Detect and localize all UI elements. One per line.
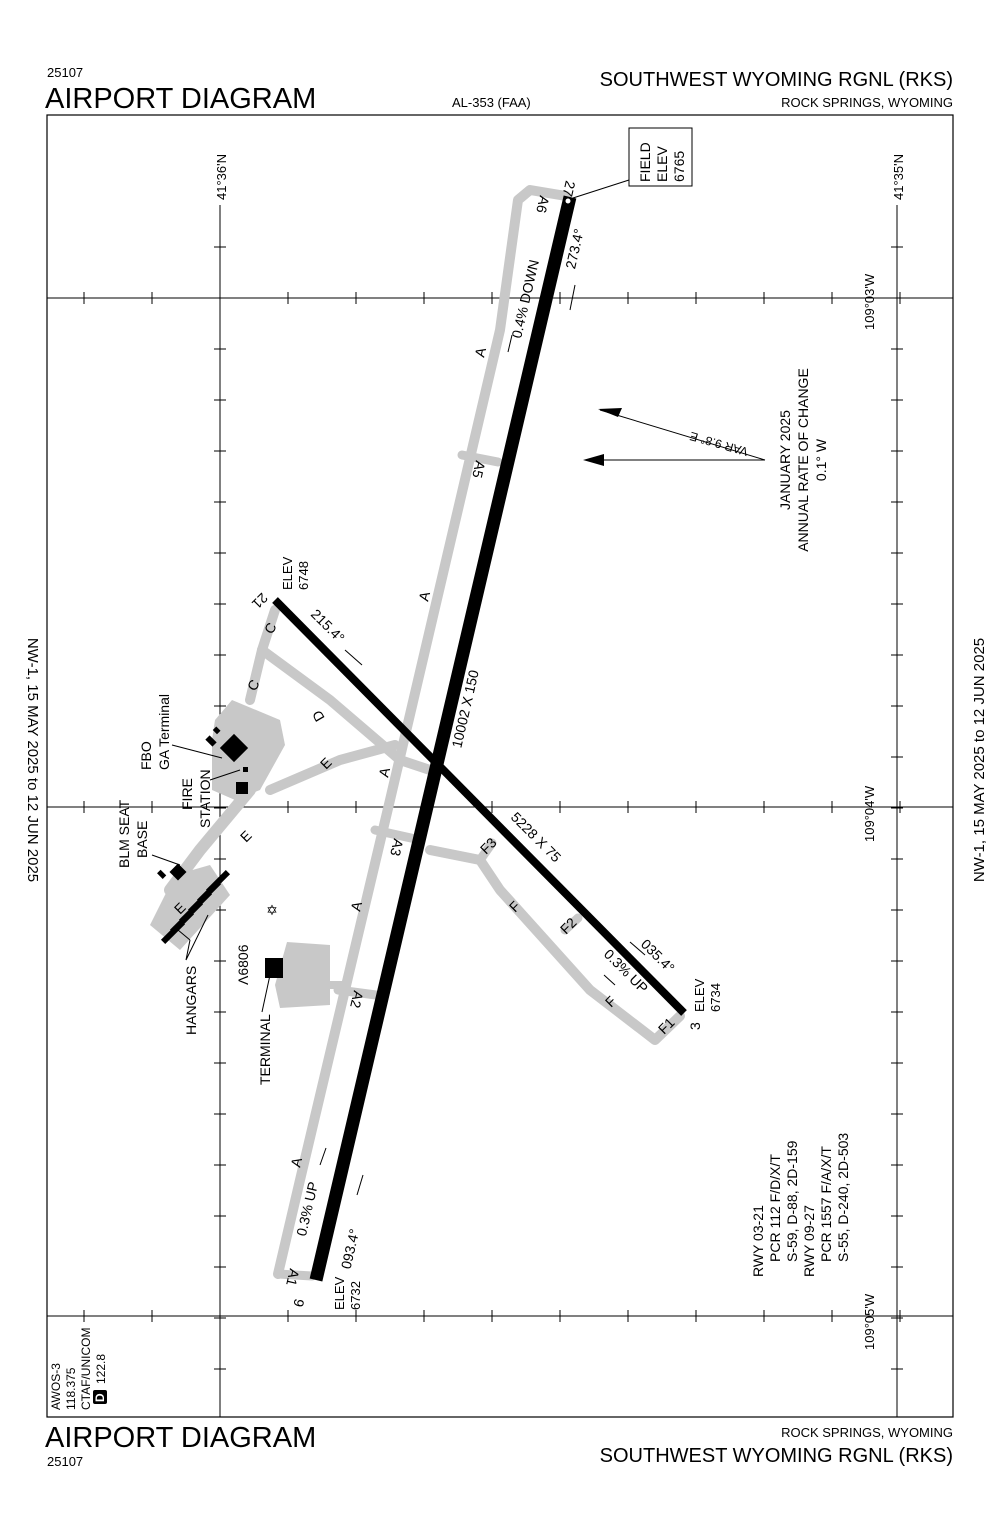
pcr-line-2: PCR 112 F/D/X/T [767, 1154, 783, 1262]
field-elev-l2: ELEV [654, 146, 670, 182]
taxiway-a6: A6 [533, 194, 552, 214]
taxiway-a: A [471, 345, 489, 358]
lat-label-right: 41°35'N [891, 154, 906, 200]
lon-label-top: 109°03'W [862, 273, 877, 330]
taxiway-e: E [237, 827, 255, 845]
field-elev-box: FIELD ELEV 6765 [572, 127, 693, 199]
magvar-date: JANUARY 2025 [777, 410, 793, 510]
pcr-line-4: RWY 09-27 [801, 1205, 817, 1277]
runway-9-elev-label: ELEV [332, 1276, 347, 1310]
page-title: AIRPORT DIAGRAM [45, 83, 316, 115]
taxiway-a1: A1 [283, 1267, 302, 1287]
taxiway-a5: A5 [469, 459, 488, 479]
blm-label-2: BASE [134, 821, 150, 858]
direction-arrows [319, 284, 646, 1196]
runway-9-heading: 093.4° [338, 1227, 363, 1270]
taxiway-d: D [309, 708, 328, 725]
ctaf-label: CTAF/UNICOM [79, 1328, 93, 1410]
taxiway-a: A [375, 765, 393, 778]
taxiway-a: A [287, 1155, 305, 1168]
hangars-label: HANGARS [183, 966, 199, 1035]
grid-ticks [83, 246, 903, 1370]
runway-21-label: 21 [249, 590, 271, 612]
magnetic-variation: VAR 9.8° E JANUARY 2025 ANNUAL RATE OF C… [583, 368, 829, 552]
magvar-rate: 0.1° W [813, 438, 829, 481]
runway-3-label: 3 [687, 1022, 703, 1030]
taxiway-a: A [347, 899, 365, 912]
runway-3-elev: 6734 [708, 983, 723, 1012]
leader-lines [151, 744, 271, 1013]
field-elev-point [565, 198, 571, 204]
taxiway-a: A [415, 589, 433, 602]
field-elev-l1: FIELD [637, 142, 653, 182]
footer-chart-number: 25107 [47, 1454, 83, 1469]
ctaf-freq: 122.8 [94, 1354, 108, 1384]
terminal-label: TERMINAL [257, 1014, 273, 1085]
airport-name: SOUTHWEST WYOMING RGNL (RKS) [600, 69, 953, 91]
awos-label: AWOS-3 [49, 1363, 63, 1410]
lon-label-mid: 109°04'W [862, 785, 877, 842]
taxiways [150, 185, 685, 1281]
hangar [160, 919, 186, 945]
fbo-label: FBO [138, 741, 154, 770]
obstacle-elev: Λ6806 [235, 944, 251, 985]
runway-27-label: 27 [560, 179, 579, 198]
obstacle-height: 6806 [235, 944, 251, 975]
taxiway-a3: A3 [387, 837, 406, 857]
pcr-line-3: S-59, D-88, 2D-159 [784, 1140, 800, 1262]
runway-3-elev-label: ELEV [692, 978, 707, 1012]
runway-21-elev: 6748 [296, 561, 311, 590]
building-labels: FBO GA Terminal FIRE STATION BLM SEAT BA… [116, 694, 273, 1085]
runway-03-21 [272, 597, 687, 1016]
magvar-label: VAR 9.8° E [688, 429, 749, 459]
airport-location: ROCK SPRINGS, WYOMING [781, 95, 953, 110]
blm-label-1: BLM SEAT [116, 799, 132, 868]
runway-09-27 [309, 195, 577, 1282]
pcr-line-5: PCR 1557 F/A/X/T [818, 1146, 834, 1262]
d-badge [93, 1390, 107, 1404]
footer-title: AIRPORT DIAGRAM [45, 1422, 316, 1454]
d-badge-label: D [93, 1393, 107, 1402]
awos-freq: 118.375 [64, 1367, 78, 1410]
validity-left: NW-1, 15 MAY 2025 to 12 JUN 2025 [24, 638, 41, 882]
pcr-notes: RWY 03-21 PCR 112 F/D/X/T S-59, D-88, 2D… [750, 1133, 851, 1277]
magvar-rate-label: ANNUAL RATE OF CHANGE [795, 368, 811, 552]
field-elev-l3: 6765 [671, 151, 687, 182]
diagram-frame [46, 114, 954, 1418]
runway-9-elev: 6732 [348, 1281, 363, 1310]
beacon-icon: ✡ [266, 902, 278, 918]
buildings [157, 726, 283, 978]
obstacle-icon: Λ [235, 975, 251, 985]
runway-9-label: 9 [290, 1297, 307, 1308]
taxiway-a2: A2 [347, 989, 366, 1009]
comm-info: AWOS-3 118.375 CTAF/UNICOM 122.8 D [49, 1328, 108, 1410]
validity-right: NW-1, 15 MAY 2025 to 12 JUN 2025 [971, 638, 988, 882]
lat-label-left: 41°36'N [214, 154, 229, 200]
chart-number: 25107 [47, 65, 83, 80]
fire-station-label-2: STATION [197, 769, 213, 828]
pcr-line-6: S-55, D-240, 2D-503 [835, 1133, 851, 1262]
ga-terminal-label: GA Terminal [156, 694, 172, 770]
fire-station-label-1: FIRE [179, 778, 195, 810]
lon-label-bottom: 109°05'W [862, 1293, 877, 1350]
pcr-line-1: RWY 03-21 [750, 1205, 766, 1277]
runway-21-elev-label: ELEV [280, 556, 295, 590]
footer-location: ROCK SPRINGS, WYOMING [781, 1425, 953, 1440]
footer-airport-name: SOUTHWEST WYOMING RGNL (RKS) [600, 1445, 953, 1467]
runway-03-21-dimensions: 5228 X 75 [508, 809, 565, 866]
doc-id: AL-353 (FAA) [452, 95, 531, 110]
